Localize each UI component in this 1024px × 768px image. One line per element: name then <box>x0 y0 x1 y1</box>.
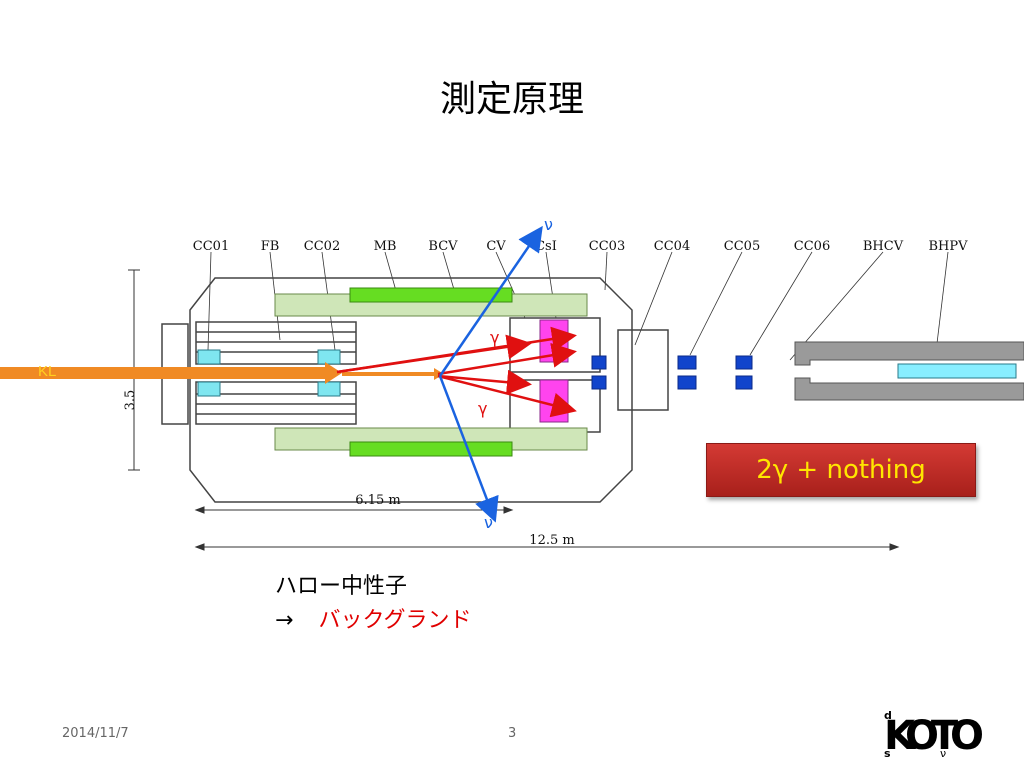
detector-label-mb: MB <box>374 239 397 254</box>
logo-sub-d: d <box>884 709 892 722</box>
detector-labels: CC01 FB CC02 MB BCV CV CsI CC03 CC04 CC05 CC06 BHCV… <box>193 239 968 254</box>
arrow-glyph: → <box>275 608 294 633</box>
background-label: バックグランド <box>318 608 472 633</box>
logo-sub-nu: ν <box>940 747 946 760</box>
detector-label-cc03: CC03 <box>589 239 625 254</box>
detector-label-cv: CV <box>486 239 506 254</box>
detector-label-bcv: BCV <box>428 239 458 254</box>
cc02-blocks <box>197 349 341 397</box>
detector-label-csi: CsI <box>535 239 557 254</box>
nu-lower-label: ν <box>484 513 493 532</box>
neutrino-lines <box>438 225 543 523</box>
length-dimensions <box>194 506 900 551</box>
detector-label-cc05: CC05 <box>724 239 760 254</box>
gamma-upper-label: γ <box>490 328 499 347</box>
detector-label-cc01: CC01 <box>193 239 229 254</box>
detector-label-cc04: CC04 <box>654 239 690 254</box>
logo-text: KOTO <box>884 713 984 759</box>
dimension-short-label: 6.15 m <box>355 493 400 508</box>
dimension-height-label: 3.5 <box>123 390 138 411</box>
dimension-long-label: 12.5 m <box>529 533 574 548</box>
downstream-collars <box>591 355 753 390</box>
koto-logo: d s KOTO ν <box>884 709 984 760</box>
detector-label-cc02: CC02 <box>304 239 340 254</box>
footer-date: 2014/11/7 <box>62 726 129 741</box>
beam-label: KL <box>38 363 56 380</box>
detector-label-bhcv: BHCV <box>863 239 904 254</box>
detector-label-cc06: CC06 <box>794 239 830 254</box>
footer-page-number: 3 <box>508 726 517 741</box>
nu-upper-label: ν <box>544 215 553 234</box>
note-line1: ハロー中性子 <box>275 574 408 599</box>
gamma-lower-label: γ <box>478 399 487 418</box>
signal-badge: 2γ + nothing <box>706 443 976 497</box>
detector-label-bhpv: BHPV <box>928 239 968 254</box>
bhpv-structure <box>794 341 1024 401</box>
note-line2: → バックグランド <box>275 602 472 634</box>
detector-diagram: CC01 FB CC02 MB BCV CV CsI CC03 CC04 CC05 CC06 BHCV… <box>0 215 1024 551</box>
main-barrel <box>274 287 588 457</box>
slide-title: 測定原理 <box>439 79 584 120</box>
kl-beam-arrow <box>0 362 444 384</box>
logo-sub-s: s <box>884 747 891 760</box>
detector-label-fb: FB <box>261 239 280 254</box>
detector-body <box>161 277 669 503</box>
